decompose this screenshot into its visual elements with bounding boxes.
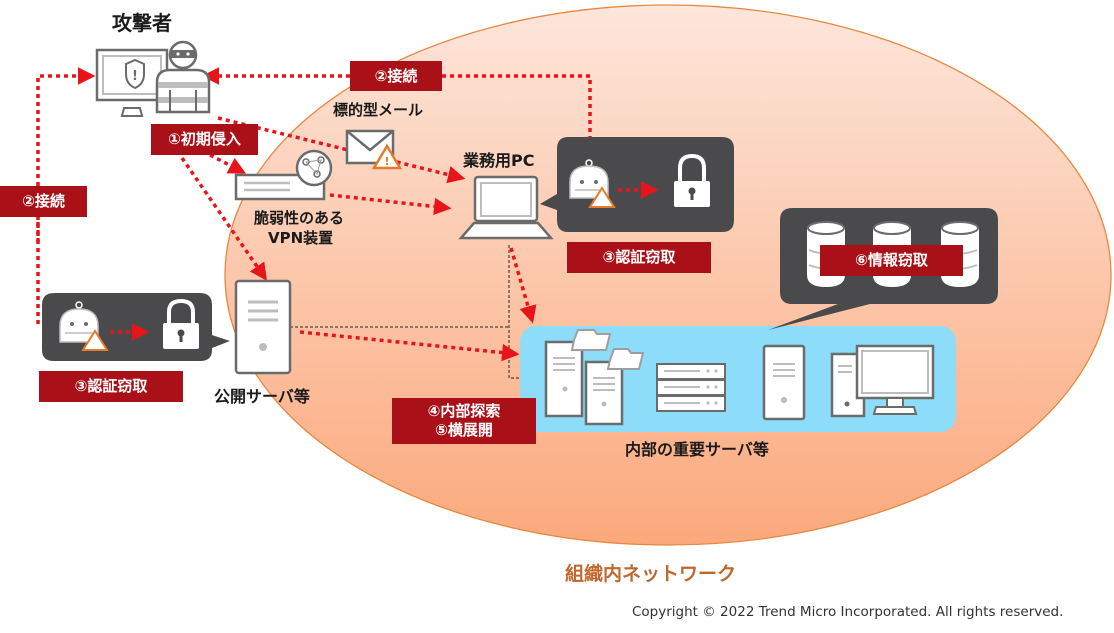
vpn-device-label-line1: 脆弱性のある — [254, 209, 345, 227]
attacker-label: 攻撃者 — [112, 11, 172, 35]
step-initial-intrusion-tag: ①初期侵入 — [151, 124, 258, 155]
step-connect-left-tag: ②接続 — [0, 186, 87, 217]
attack-arrows — [36, 67, 592, 362]
arrow-mail-to-pc — [217, 116, 466, 184]
bot-icon — [59, 301, 109, 351]
vpn-device-label-line2: VPN装置 — [268, 229, 334, 247]
desktop-pc-icon — [830, 344, 935, 418]
step-recon-lateral-tag: ④内部探索 ⑤横展開 — [392, 398, 536, 444]
public-server-icon — [234, 279, 292, 375]
arrow-connect-top — [201, 67, 592, 156]
lock-icon — [163, 298, 199, 349]
copyright-notice: Copyright © 2022 Trend Micro Incorporate… — [632, 604, 1064, 620]
bot-icon — [569, 159, 616, 208]
envelope-warning-icon: ! — [345, 129, 403, 170]
server-tower-icon — [762, 344, 806, 421]
step-recon-label: ④内部探索 — [427, 402, 501, 421]
step-connect-top-tag: ②接続 — [350, 61, 442, 91]
vpn-appliance-icon — [234, 149, 333, 201]
arrow-vpn-to-pc — [329, 193, 452, 216]
rack-server-icon — [656, 363, 726, 412]
credential-theft-bubble-pc — [540, 137, 734, 232]
credential-theft-bubble-server — [42, 293, 230, 361]
arrow-intrusion-to-server — [180, 157, 267, 281]
arrow-connect-left — [36, 67, 96, 242]
step-info-theft-tag: ⑥情報窃取 — [820, 245, 963, 276]
laptop-icon — [458, 175, 554, 240]
internal-servers-label: 内部の重要サーバ等 — [625, 440, 769, 459]
svg-text:!: ! — [132, 69, 138, 84]
public-server-label: 公開サーバ等 — [214, 387, 310, 406]
work-pc-label: 業務用PC — [463, 151, 535, 170]
step-lateral-movement-label: ⑤横展開 — [435, 421, 493, 439]
lock-icon — [674, 153, 710, 207]
svg-text:!: ! — [384, 155, 389, 168]
file-server-icon — [544, 329, 645, 426]
phishing-mail-label: 標的型メール — [333, 101, 424, 119]
step-credential-theft-server-tag: ③認証窃取 — [39, 371, 183, 402]
organization-network-label: 組織内ネットワーク — [565, 563, 737, 585]
network-links — [290, 245, 520, 379]
attacker-icon: ! — [95, 40, 211, 117]
step-credential-theft-pc-tag: ③認証窃取 — [567, 242, 711, 273]
arrow-intrusion-to-vpn — [209, 153, 247, 174]
